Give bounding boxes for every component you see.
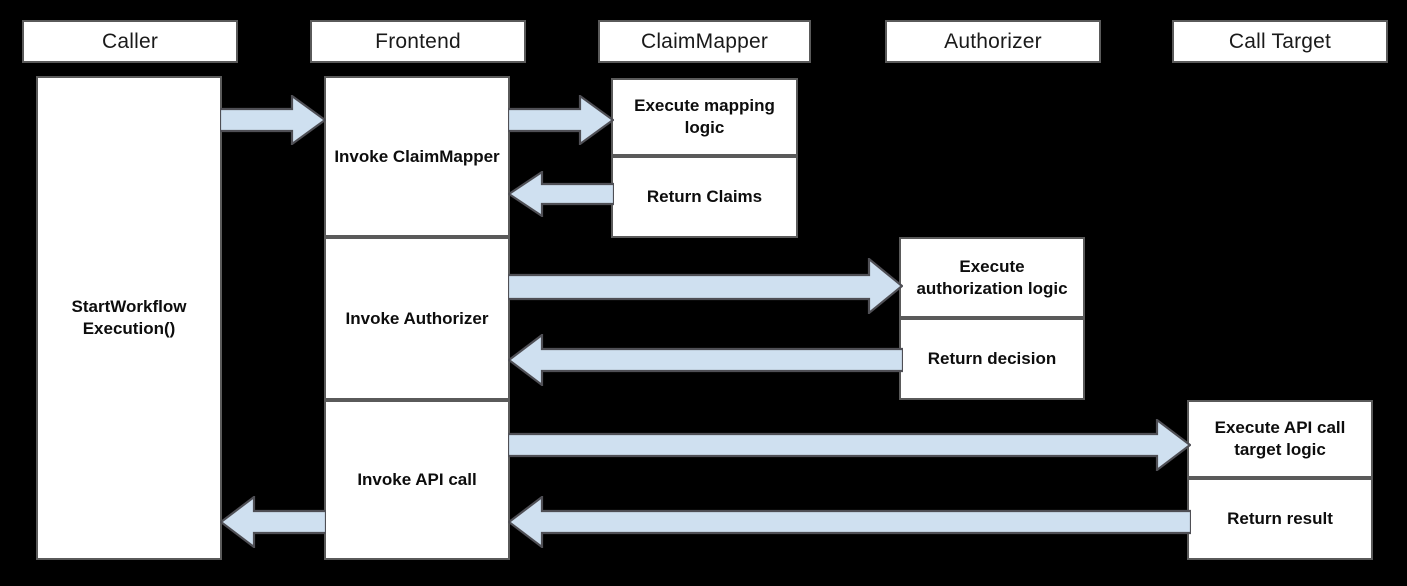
message-arrow-frontend-to-authorizer[interactable] <box>508 258 903 314</box>
lifeline-header-calltarget[interactable]: Call Target <box>1172 20 1388 63</box>
activation-authorizer-return-decision-label: Return decision <box>927 349 1057 369</box>
activation-frontend-invoke-claimmapper[interactable]: Invoke ClaimMapper <box>324 76 510 237</box>
activation-frontend-invoke-authorizer-label: Invoke Authorizer <box>345 308 489 328</box>
message-arrow-frontend-to-caller[interactable] <box>220 496 326 548</box>
message-arrow-calltarget-to-frontend[interactable] <box>508 496 1191 548</box>
activation-calltarget-return-result[interactable]: Return result <box>1187 478 1373 560</box>
activation-claimmapper-return-claims[interactable]: Return Claims <box>611 156 798 238</box>
activation-frontend-invoke-claimmapper-label: Invoke ClaimMapper <box>334 146 500 166</box>
activation-caller-start-workflow-label: StartWorkflow Execution() <box>71 297 187 338</box>
lifeline-header-frontend[interactable]: Frontend <box>310 20 526 63</box>
activation-claimmapper-execute-mapping-logic-label: Execute mapping logic <box>634 96 775 137</box>
activation-authorizer-return-decision[interactable]: Return decision <box>899 318 1085 400</box>
activation-authorizer-execute-authorization-logic-label: Execute authorization logic <box>916 256 1068 298</box>
activation-claimmapper-execute-mapping-logic[interactable]: Execute mapping logic <box>611 78 798 156</box>
activation-frontend-invoke-authorizer[interactable]: Invoke Authorizer <box>324 237 510 400</box>
message-arrow-claimmapper-to-frontend[interactable] <box>508 171 614 217</box>
activation-calltarget-execute-api-call-target-logic[interactable]: Execute API call target logic <box>1187 400 1373 478</box>
lifeline-header-claimmapper[interactable]: ClaimMapper <box>598 20 811 63</box>
lifeline-header-authorizer[interactable]: Authorizer <box>885 20 1101 63</box>
lifeline-header-frontend-label: Frontend <box>375 29 461 53</box>
message-arrow-caller-to-frontend[interactable] <box>220 95 326 145</box>
message-arrow-frontend-to-claimmapper[interactable] <box>508 95 614 145</box>
activation-caller-start-workflow[interactable]: StartWorkflow Execution() <box>36 76 222 560</box>
lifeline-header-calltarget-label: Call Target <box>1228 29 1332 53</box>
activation-claimmapper-return-claims-label: Return Claims <box>646 187 763 207</box>
lifeline-header-claimmapper-label: ClaimMapper <box>640 29 769 53</box>
activation-calltarget-return-result-label: Return result <box>1227 509 1333 529</box>
activation-authorizer-execute-authorization-logic[interactable]: Execute authorization logic <box>899 237 1085 318</box>
message-arrow-authorizer-to-frontend[interactable] <box>508 334 903 386</box>
lifeline-header-caller-label: Caller <box>101 29 159 53</box>
lifeline-header-caller[interactable]: Caller <box>22 20 238 63</box>
activation-frontend-invoke-api-call[interactable]: Invoke API call <box>324 400 510 560</box>
lifeline-header-authorizer-label: Authorizer <box>944 29 1042 53</box>
activation-frontend-invoke-api-call-label: Invoke API call <box>357 470 477 490</box>
message-arrow-frontend-to-calltarget[interactable] <box>508 419 1191 471</box>
activation-calltarget-execute-api-call-target-logic-label: Execute API call target logic <box>1214 418 1346 459</box>
